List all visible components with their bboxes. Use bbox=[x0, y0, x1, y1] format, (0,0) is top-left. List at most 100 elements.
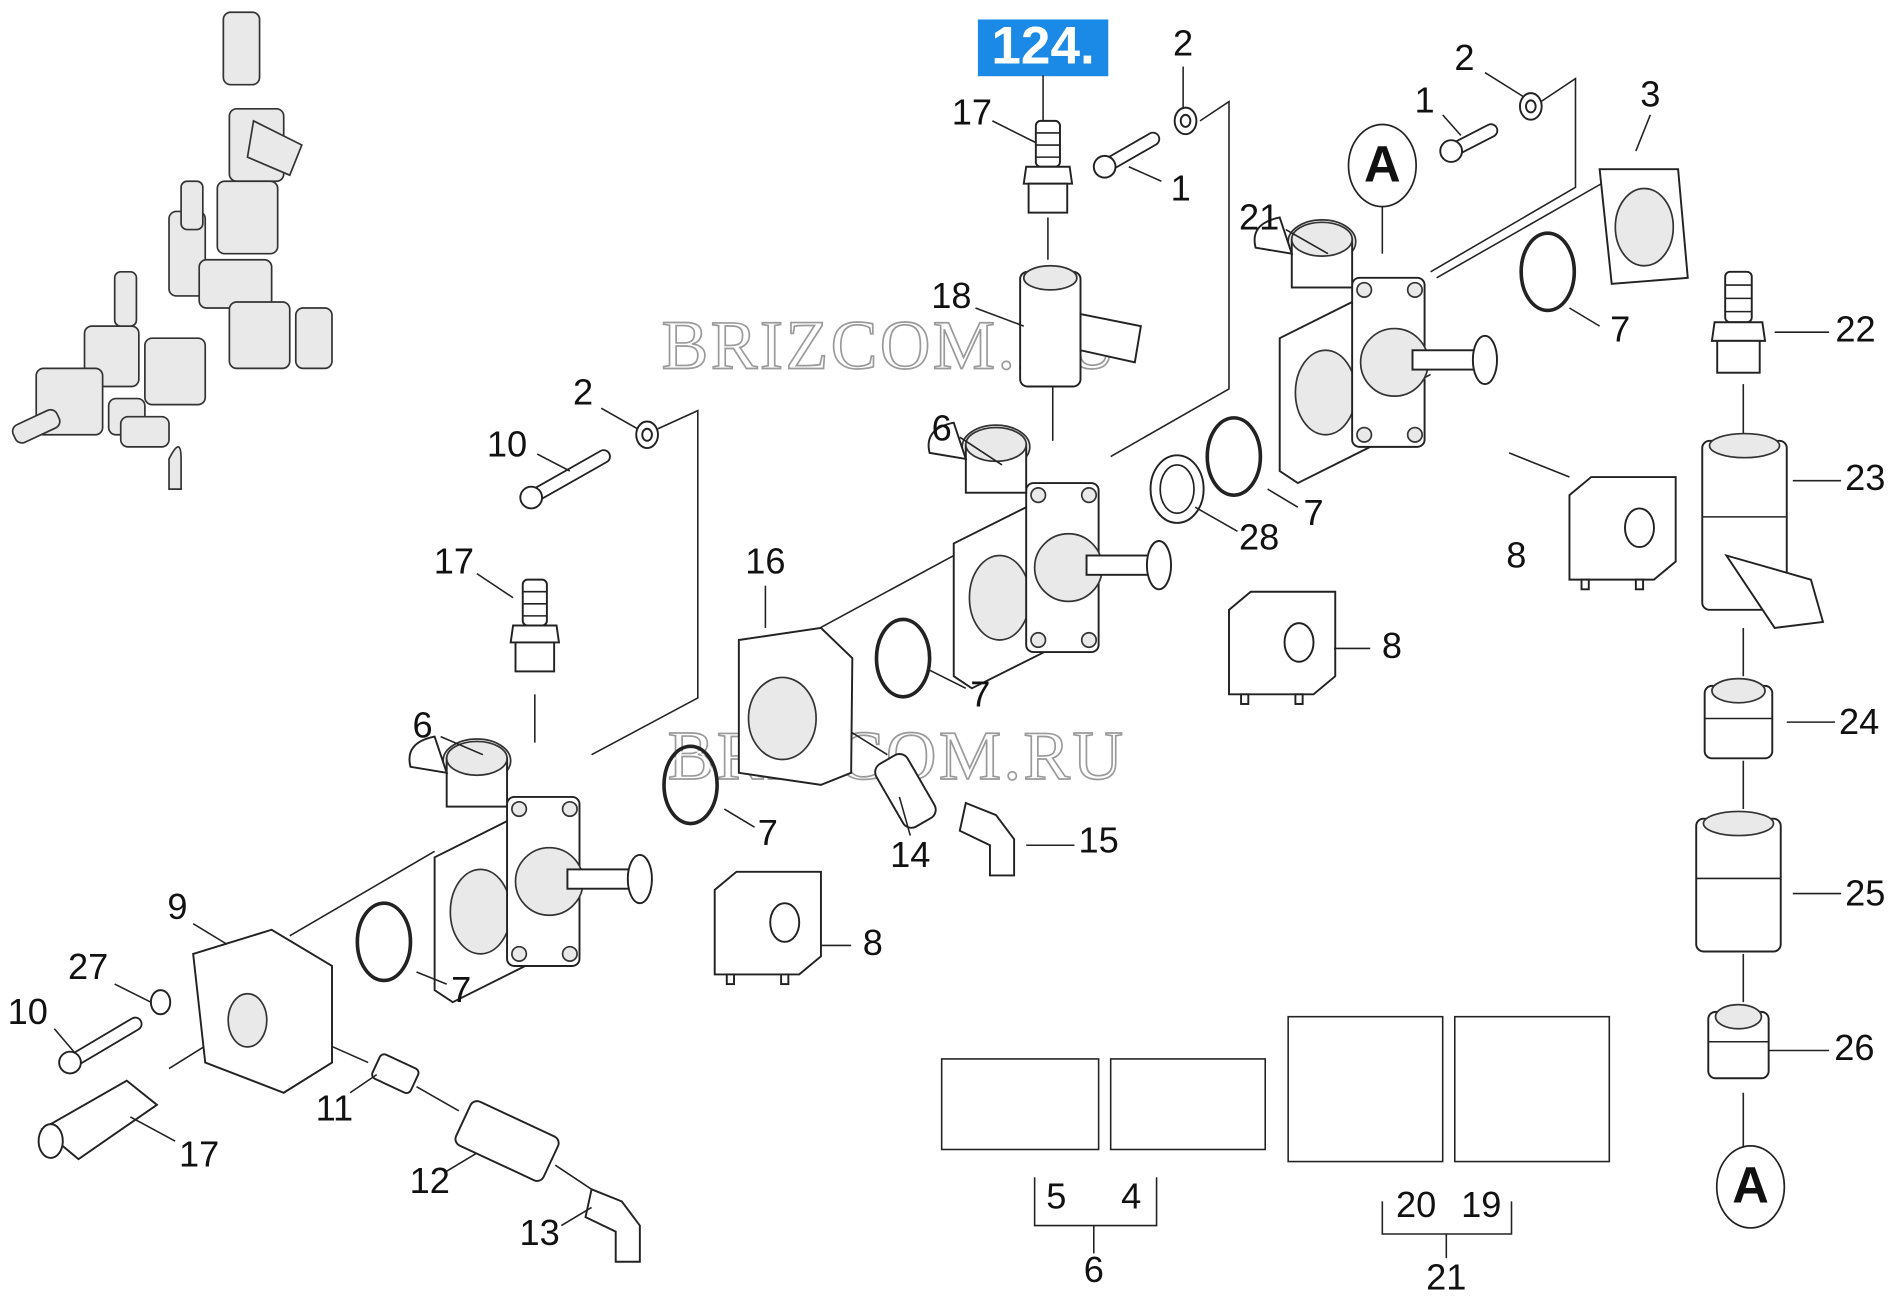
coil-body bbox=[1228, 590, 1337, 696]
solenoid-coil bbox=[713, 870, 822, 986]
check-valve-12 bbox=[454, 1100, 560, 1182]
service-kits bbox=[940, 1015, 1611, 1259]
callout-7: 7 bbox=[1303, 492, 1323, 533]
callout-5: 5 bbox=[1046, 1176, 1066, 1217]
callout-2: 2 bbox=[1173, 23, 1193, 64]
nipple-11 bbox=[371, 1053, 420, 1095]
terminal bbox=[1634, 578, 1645, 591]
elbow-15 bbox=[958, 801, 1016, 877]
callout-17: 17 bbox=[179, 1133, 219, 1174]
cap bbox=[927, 421, 968, 461]
leader-line bbox=[446, 1152, 478, 1172]
leader-line bbox=[992, 120, 1037, 144]
ball-valve-bore bbox=[1022, 264, 1078, 291]
strainer-23 bbox=[1724, 553, 1825, 629]
valve-body bbox=[1253, 216, 1498, 485]
kit-box-5 bbox=[940, 1058, 1100, 1151]
screw bbox=[511, 800, 528, 818]
callout-11: 11 bbox=[316, 1087, 354, 1128]
callout-26: 26 bbox=[1834, 1027, 1874, 1068]
hex-nut bbox=[509, 624, 561, 644]
kit-box-20 bbox=[1287, 1015, 1444, 1163]
cover-plate-port bbox=[1614, 187, 1675, 267]
coil-bore bbox=[1283, 622, 1315, 663]
leader-line bbox=[600, 407, 638, 430]
fitting-bore bbox=[1711, 677, 1766, 704]
screw bbox=[1080, 631, 1098, 649]
o-ring bbox=[355, 901, 413, 983]
valve-body bbox=[927, 421, 1173, 690]
o-ring-inner bbox=[1210, 420, 1258, 493]
assembly-thumbnail bbox=[11, 11, 333, 490]
armature-disk bbox=[626, 853, 653, 905]
coil-body bbox=[713, 870, 822, 976]
callout-23: 23 bbox=[1845, 457, 1885, 498]
callout-20: 20 bbox=[1396, 1184, 1436, 1225]
thumbnail-part bbox=[228, 301, 291, 370]
callout-12: 12 bbox=[410, 1160, 450, 1201]
hose-barb-fitting bbox=[1022, 119, 1074, 214]
inlet-bore bbox=[445, 740, 508, 777]
callout-17: 17 bbox=[952, 91, 992, 132]
leader-line bbox=[1128, 166, 1162, 182]
callout-7: 7 bbox=[758, 812, 778, 853]
armature-tube bbox=[1085, 554, 1154, 576]
callout-14: 14 bbox=[890, 834, 930, 875]
screw bbox=[561, 945, 578, 962]
ring-28 bbox=[1149, 454, 1205, 524]
hex-nut bbox=[1710, 321, 1767, 342]
screw bbox=[1406, 426, 1424, 443]
cap bbox=[408, 735, 449, 775]
armature-disk bbox=[1145, 540, 1173, 591]
port bbox=[968, 554, 1031, 641]
terminal bbox=[725, 973, 735, 986]
leader-line bbox=[1569, 307, 1601, 327]
callout-22: 22 bbox=[1835, 309, 1875, 350]
callout-17: 17 bbox=[434, 541, 474, 582]
bolt-head bbox=[1092, 154, 1117, 179]
screw bbox=[1356, 426, 1373, 443]
reference-marker-a: A bbox=[1732, 1157, 1769, 1214]
leader-line bbox=[440, 735, 484, 756]
solenoid-coil bbox=[1228, 590, 1337, 705]
o-ring-inner bbox=[360, 906, 408, 978]
terminal bbox=[1240, 693, 1250, 705]
leader-line bbox=[1484, 71, 1524, 98]
callout-28: 28 bbox=[1239, 516, 1279, 557]
valve-body bbox=[408, 735, 653, 1004]
callout-8: 8 bbox=[1506, 534, 1526, 575]
check-valve-14 bbox=[874, 753, 937, 829]
screw bbox=[511, 945, 528, 962]
leader-line bbox=[1442, 114, 1462, 136]
hose-barb-17 bbox=[40, 1079, 159, 1161]
leader-line bbox=[723, 808, 755, 828]
callout-7: 7 bbox=[970, 673, 990, 714]
leader-line bbox=[929, 669, 967, 690]
block-9-port bbox=[227, 992, 268, 1048]
thread bbox=[1027, 182, 1069, 214]
bolt-head bbox=[1439, 139, 1463, 163]
callout-9: 9 bbox=[167, 886, 187, 927]
washer-hole bbox=[1525, 99, 1537, 114]
solenoid-coil bbox=[1568, 476, 1677, 591]
leader-line bbox=[130, 1116, 176, 1142]
washer-hole bbox=[1179, 113, 1192, 128]
hex-nut bbox=[1022, 165, 1074, 185]
callout-10: 10 bbox=[8, 991, 48, 1032]
thumbnail-part bbox=[294, 307, 333, 370]
hose-barb-17-end bbox=[37, 1123, 64, 1159]
armature-disk bbox=[1471, 334, 1498, 386]
callout-1: 1 bbox=[1415, 79, 1435, 120]
callout-8: 8 bbox=[863, 922, 883, 963]
callout-19: 19 bbox=[1461, 1184, 1501, 1225]
bolt-fill bbox=[525, 451, 610, 503]
leader-line bbox=[560, 1206, 592, 1227]
callout-1: 1 bbox=[1171, 167, 1191, 208]
thumbnail-barb bbox=[11, 408, 61, 444]
fitting-bore bbox=[1702, 810, 1775, 837]
leader-line bbox=[1635, 114, 1652, 152]
callout-7: 7 bbox=[451, 969, 471, 1010]
ball-valve-lever bbox=[1079, 312, 1142, 364]
armature-tube bbox=[566, 868, 635, 890]
